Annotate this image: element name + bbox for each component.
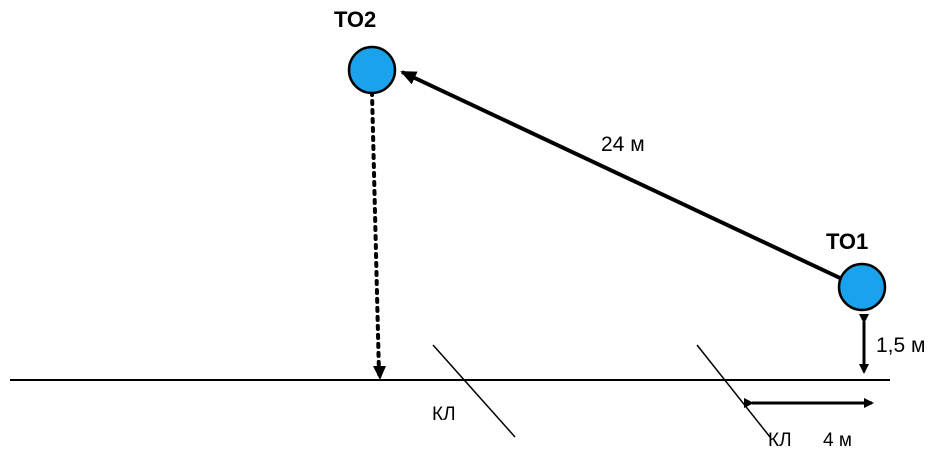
label-distance: 24 м — [601, 133, 645, 156]
cable-line-right-mark — [696, 344, 771, 438]
point-to2 — [347, 45, 397, 95]
distance-arrow — [400, 70, 841, 280]
label-cable-line-left: КЛ — [432, 404, 456, 425]
label-height: 1,5 м — [876, 334, 925, 357]
label-to1: ТО1 — [826, 229, 868, 254]
label-offset: 4 м — [823, 430, 852, 451]
cable-line-left-mark — [432, 344, 516, 438]
projection-dotted-arrow — [370, 90, 381, 376]
label-cable-line-right: КЛ — [768, 430, 792, 451]
label-to2: ТО2 — [334, 7, 376, 32]
projection-arrowhead — [373, 366, 386, 380]
point-to1 — [837, 262, 887, 312]
